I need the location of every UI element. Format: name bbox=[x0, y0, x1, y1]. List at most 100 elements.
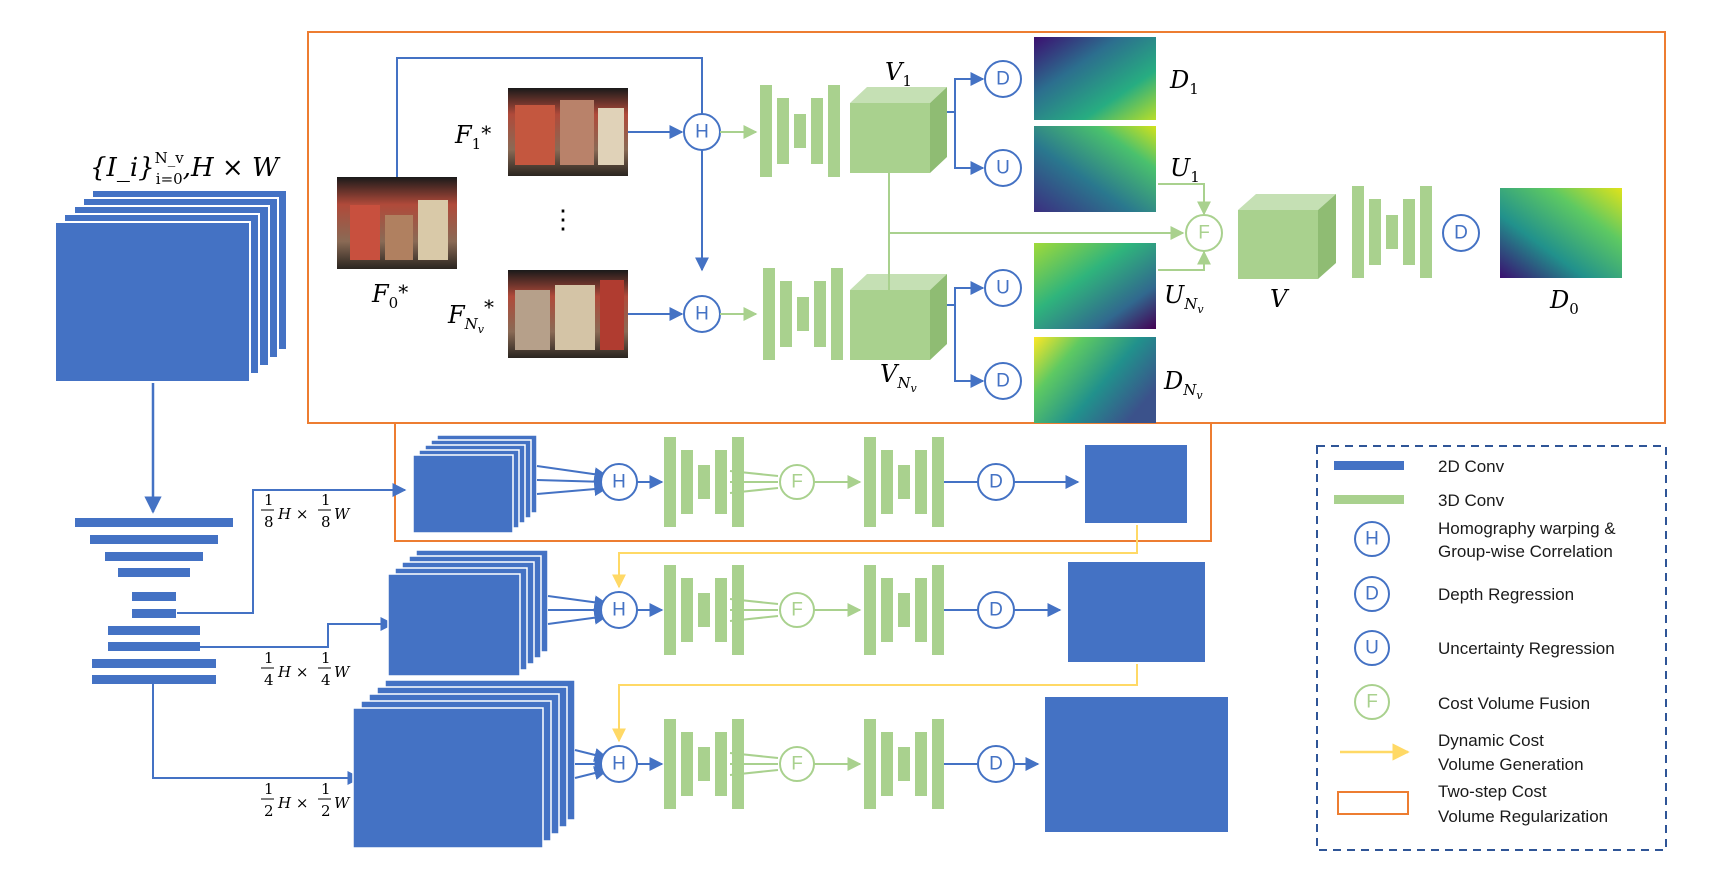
top-homography-symbol-n: H bbox=[683, 295, 721, 333]
label-f0: F0* bbox=[371, 280, 408, 312]
svg-text:U: U bbox=[1365, 638, 1379, 659]
legend-depth-label: Depth Regression bbox=[1438, 585, 1574, 604]
legend-twostep-label-1: Two-step Cost bbox=[1438, 782, 1547, 801]
legend-fusion-label: Cost Volume Fusion bbox=[1438, 694, 1590, 713]
svg-text:H: H bbox=[612, 472, 626, 493]
stage1-green-lines bbox=[729, 470, 779, 494]
depth-map-d1 bbox=[1034, 37, 1156, 120]
stage2-warp-arrows bbox=[547, 595, 609, 625]
legend-homography-label-1: Homography warping & bbox=[1438, 519, 1616, 538]
svg-text:1: 1 bbox=[264, 491, 274, 509]
svg-text:F: F bbox=[1366, 692, 1378, 713]
legend-box bbox=[1316, 445, 1667, 851]
svg-text:H ×: H × bbox=[277, 505, 308, 523]
uncertainty-map-un bbox=[1034, 243, 1156, 329]
stage3-green-lines bbox=[729, 752, 779, 776]
svg-text:2: 2 bbox=[264, 802, 274, 820]
input-image-stack bbox=[54, 189, 288, 383]
label-un: UNv bbox=[1164, 281, 1204, 316]
top-3d-conv-1 bbox=[760, 85, 840, 177]
arrow-u1-to-fusion bbox=[1158, 183, 1211, 216]
arrow-vn-to-u bbox=[947, 281, 985, 306]
final-depth-map-d0 bbox=[1500, 188, 1622, 278]
top-depth-symbol-final: D bbox=[1442, 214, 1480, 252]
label-u1: U1 bbox=[1170, 154, 1200, 186]
legend-uncertainty-label: Uncertainty Regression bbox=[1438, 639, 1615, 658]
svg-text:H: H bbox=[695, 122, 709, 143]
top-uncertainty-symbol-1: U bbox=[984, 149, 1022, 187]
svg-text:F: F bbox=[791, 472, 803, 493]
arrow-enc-1-4 bbox=[200, 617, 395, 648]
svg-text:F: F bbox=[1198, 223, 1210, 244]
arrow-f0-to-h bbox=[396, 57, 709, 272]
legend-2d-conv-swatch bbox=[1334, 461, 1404, 470]
label-dn: DNv bbox=[1163, 367, 1203, 402]
label-fn: FNv* bbox=[447, 295, 494, 336]
arrow-vn-to-d bbox=[954, 305, 985, 388]
legend-homography-symbol: H bbox=[1354, 521, 1390, 557]
source-image-fn bbox=[508, 270, 628, 358]
arrow-un-to-fusion bbox=[1158, 250, 1211, 271]
legend-twostep-swatch bbox=[1337, 791, 1409, 815]
svg-text:D: D bbox=[996, 371, 1010, 392]
legend-fusion-symbol: F bbox=[1354, 684, 1390, 720]
top-homography-symbol-1: H bbox=[683, 113, 721, 151]
label-vn: VNv bbox=[880, 360, 917, 395]
legend-homography-label-2: Group-wise Correlation bbox=[1438, 542, 1613, 561]
legend-3d-conv-swatch bbox=[1334, 495, 1404, 504]
svg-text:U: U bbox=[996, 158, 1010, 179]
ellipsis: ⋮ bbox=[550, 205, 576, 235]
label-v1: V1 bbox=[885, 58, 912, 90]
svg-text:1: 1 bbox=[264, 780, 274, 798]
feature-stack-1-4 bbox=[387, 549, 549, 677]
stage2-fusion-symbol: F bbox=[779, 592, 815, 628]
cost-volume-vn bbox=[850, 274, 947, 360]
svg-text:2: 2 bbox=[321, 802, 331, 820]
svg-text:D: D bbox=[996, 69, 1010, 90]
legend-3d-conv-label: 3D Conv bbox=[1438, 491, 1505, 510]
svg-text:U: U bbox=[996, 278, 1010, 299]
svg-text:H ×: H × bbox=[277, 794, 308, 812]
svg-text:H ×: H × bbox=[277, 663, 308, 681]
svg-text:D: D bbox=[1454, 223, 1468, 244]
stage2-3d-conv-a bbox=[664, 565, 744, 655]
svg-text:H: H bbox=[1365, 529, 1379, 550]
label-d1: D1 bbox=[1169, 66, 1199, 98]
svg-text:F: F bbox=[791, 754, 803, 775]
svg-text:D: D bbox=[989, 600, 1003, 621]
stage2-depth-map bbox=[1068, 562, 1205, 662]
svg-text:D: D bbox=[989, 754, 1003, 775]
svg-text:W: W bbox=[334, 794, 351, 812]
stage2-homography-symbol: H bbox=[600, 591, 638, 629]
stage3-depth-symbol: D bbox=[977, 745, 1015, 783]
svg-text:D: D bbox=[1365, 584, 1379, 605]
svg-text:W: W bbox=[334, 663, 351, 681]
top-fusion-symbol: F bbox=[1185, 214, 1223, 252]
dynamic-arrow-2-to-3 bbox=[612, 664, 1138, 743]
svg-text:H: H bbox=[695, 304, 709, 325]
legend-uncertainty-symbol: U bbox=[1354, 630, 1390, 666]
svg-text:1: 1 bbox=[264, 649, 274, 667]
svg-text:8: 8 bbox=[264, 513, 274, 531]
cost-volume-v1 bbox=[850, 87, 947, 173]
top-uncertainty-symbol-n: U bbox=[984, 269, 1022, 307]
arrow-v1-to-d bbox=[947, 72, 985, 113]
stage1-depth-symbol: D bbox=[977, 463, 1015, 501]
depth-map-dn bbox=[1034, 337, 1156, 423]
feature-stack-1-8 bbox=[412, 434, 538, 534]
scale-label-1-2: 1 2 H × 1 2 W bbox=[261, 780, 351, 820]
scale-label-1-8: 1 8 H × 1 8 W bbox=[261, 491, 351, 531]
stage2-3d-conv-b bbox=[864, 565, 944, 655]
stage1-homography-symbol: H bbox=[600, 463, 638, 501]
stage2-green-lines bbox=[729, 598, 779, 622]
top-3d-conv-n bbox=[763, 268, 843, 360]
svg-text:1: 1 bbox=[321, 649, 331, 667]
stage3-homography-symbol: H bbox=[600, 745, 638, 783]
stage3-3d-conv-b bbox=[864, 719, 944, 809]
source-image-f1 bbox=[508, 88, 628, 176]
label-v: V bbox=[1270, 285, 1290, 313]
svg-text:8: 8 bbox=[321, 513, 331, 531]
arrow-enc-1-2 bbox=[152, 684, 362, 785]
label-d0: D0 bbox=[1549, 286, 1579, 318]
